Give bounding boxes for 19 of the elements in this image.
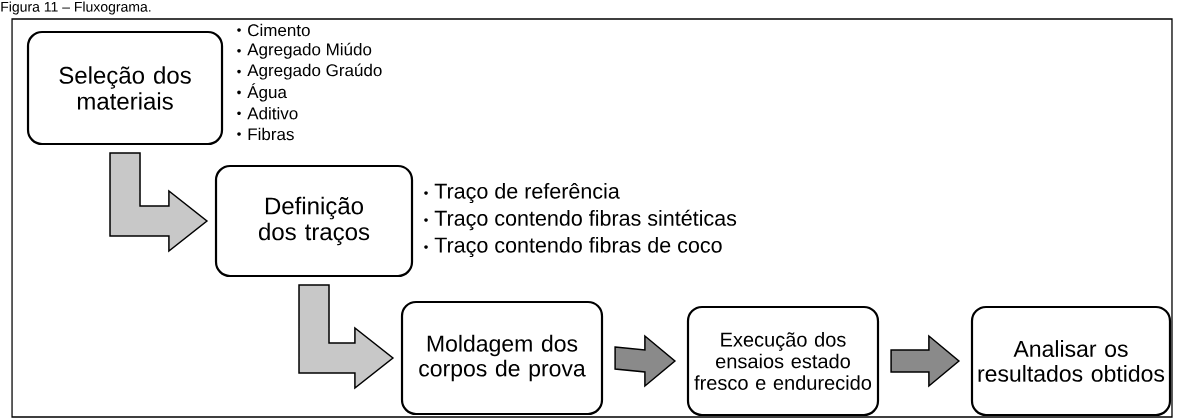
- list-item: Agregado Graúdo: [247, 63, 382, 80]
- list-item: Água: [247, 83, 287, 102]
- list-item: Traço contendo fibras sintéticas: [434, 209, 737, 231]
- block-arrow: [890, 334, 961, 388]
- list-item: Traço contendo fibras de coco: [434, 236, 722, 258]
- list-item: Agregado Miúdo: [247, 42, 372, 59]
- block-arrow: [109, 152, 209, 253]
- list-item: Cimento: [248, 23, 310, 37]
- process-box: Moldagem dos corpos de prova: [400, 300, 604, 416]
- figure-title: Figura 11 – Fluxograma.: [1, 1, 151, 15]
- block-arrow: [298, 284, 395, 390]
- process-box: Execução dos ensaios estado fresco e endurecido: [686, 305, 880, 417]
- list-item: Traço de referência: [434, 182, 620, 204]
- process-box: Definição dos traços: [214, 164, 414, 278]
- list-item: Aditivo: [247, 106, 298, 120]
- process-box: Analisar os resultados obtidos: [970, 305, 1172, 417]
- block-arrow: [614, 334, 677, 388]
- list-item: Fibras: [248, 127, 294, 141]
- process-box: Seleção dos materiais: [26, 30, 224, 146]
